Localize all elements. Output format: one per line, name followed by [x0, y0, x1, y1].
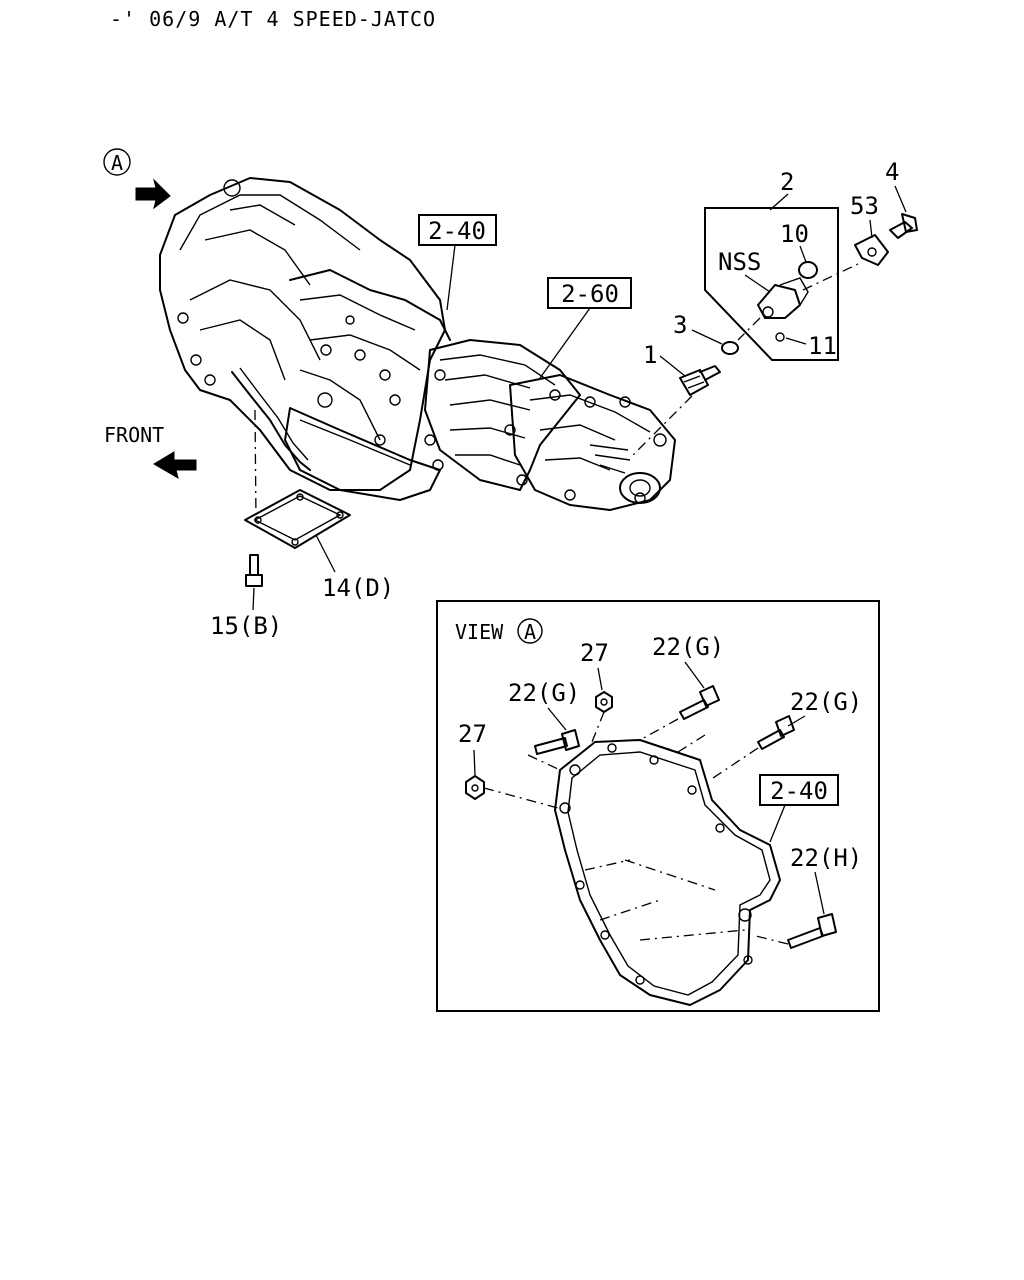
adapter-plate[interactable] [554, 739, 781, 1006]
callout-22g-top: 22(G) [652, 633, 724, 661]
view-a-caption: VIEW [455, 620, 504, 644]
callout-4: 4 [885, 158, 899, 186]
view-a-panel-marker: A [517, 618, 543, 644]
ref-2-40-main-label: 2-40 [428, 217, 486, 245]
part-22g-bolt-top[interactable] [679, 685, 720, 720]
part-10-connector[interactable] [798, 261, 818, 279]
callout-3: 3 [673, 311, 687, 339]
callout-53: 53 [850, 192, 879, 220]
part-11-clip[interactable] [775, 332, 785, 342]
callout-22g-left: 22(G) [508, 679, 580, 707]
view-direction-arrow [135, 178, 171, 210]
callout-15: 15(B) [210, 612, 282, 640]
callout-22h: 22(H) [790, 844, 862, 872]
ref-2-40-view-label: 2-40 [770, 777, 828, 805]
callout-1: 1 [643, 341, 657, 369]
callout-22g-right: 22(G) [790, 688, 862, 716]
callout-2: 2 [780, 168, 794, 196]
diagram-title: -' 06/9 A/T 4 SPEED-JATCO [110, 7, 436, 31]
ref-box-2-60[interactable]: 2-60 [547, 277, 632, 309]
callout-27-lower: 27 [458, 720, 487, 748]
part-22g-bolt-right[interactable] [757, 715, 795, 750]
front-label: FRONT [104, 423, 164, 447]
nss-sensor[interactable] [757, 277, 809, 319]
part-53-bracket[interactable] [854, 234, 889, 266]
view-a-panel-symbol: A [524, 620, 536, 644]
part-2-group-box [704, 207, 839, 361]
callout-11: 11 [808, 332, 837, 360]
part-14-cover-plate[interactable] [244, 489, 351, 549]
ref-2-60-label: 2-60 [561, 280, 619, 308]
view-a-symbol: A [111, 151, 123, 175]
callout-14: 14(D) [322, 574, 394, 602]
part-27-nut-lower[interactable] [465, 775, 485, 800]
part-22h-bolt[interactable] [787, 913, 837, 949]
ref-box-2-40-view[interactable]: 2-40 [759, 774, 839, 806]
part-22g-bolt-left[interactable] [534, 729, 580, 755]
view-a-panel [436, 600, 880, 1012]
callout-nss: NSS [718, 248, 761, 276]
part-1-speedometer-gear[interactable] [679, 365, 721, 396]
part-27-nut-upper[interactable] [595, 691, 613, 713]
view-a-marker: A [103, 148, 131, 176]
front-arrow [153, 451, 197, 480]
callout-27-upper: 27 [580, 639, 609, 667]
callout-10: 10 [780, 220, 809, 248]
ref-box-2-40-main[interactable]: 2-40 [418, 214, 497, 246]
transmission-assembly [159, 177, 676, 511]
part-3-o-ring[interactable] [721, 341, 739, 355]
part-4-bolt[interactable] [889, 213, 918, 239]
part-15-bolt[interactable] [245, 554, 263, 587]
